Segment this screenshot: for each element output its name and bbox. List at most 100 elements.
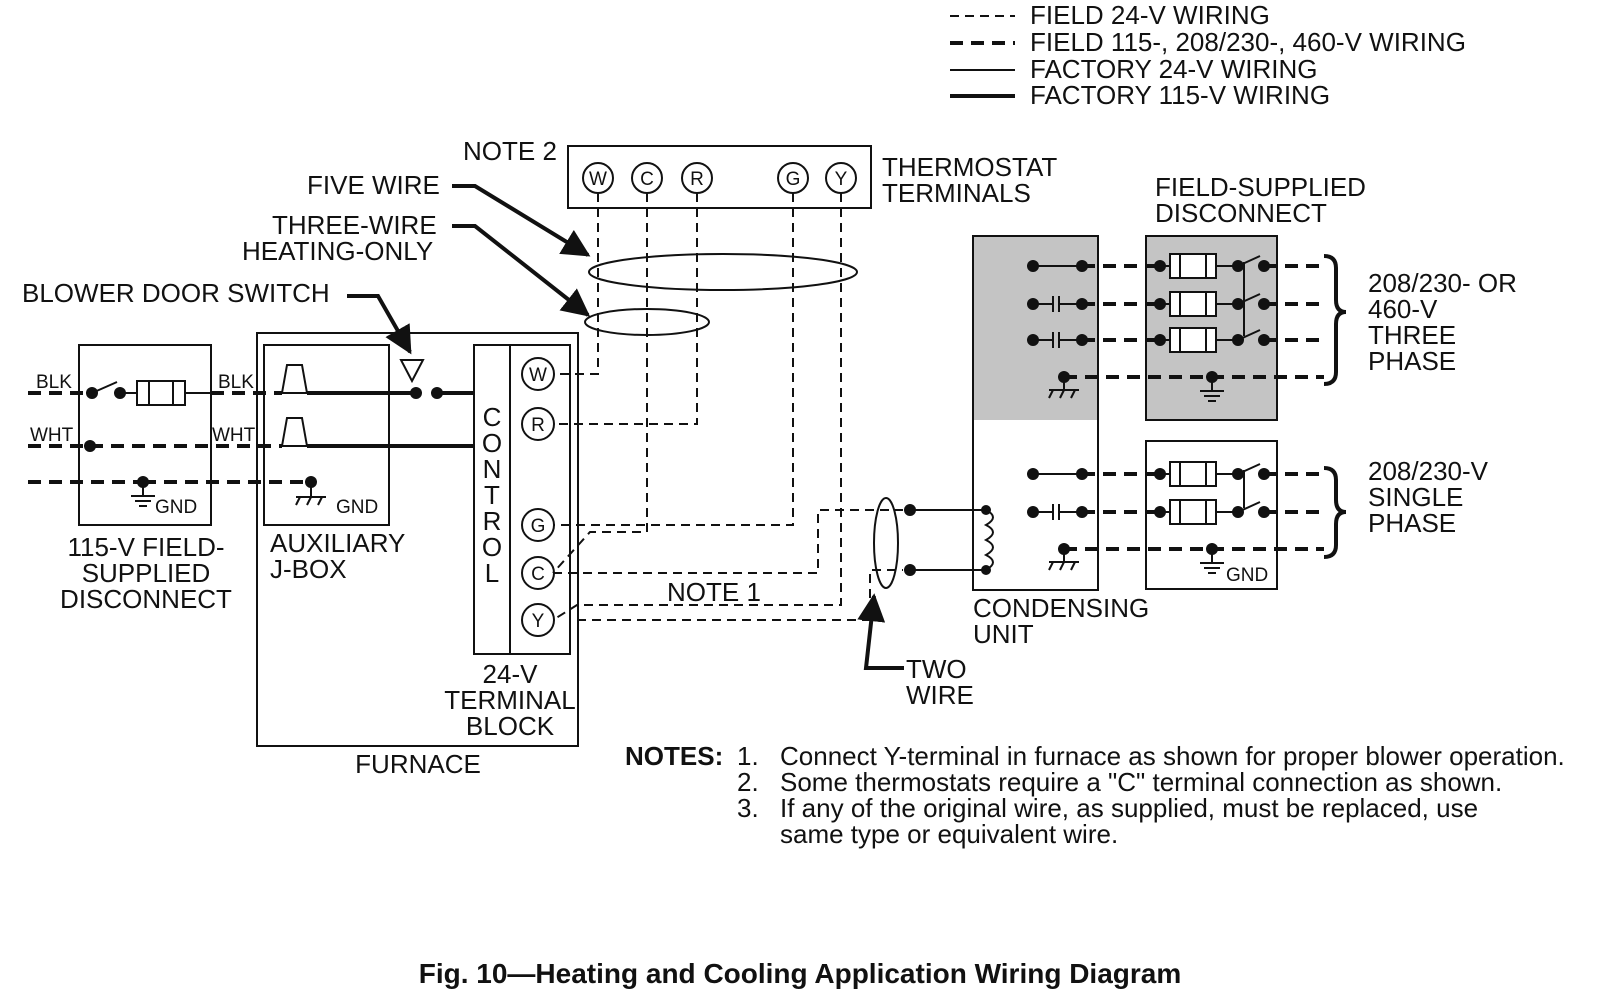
svg-text:W: W [589, 169, 607, 190]
svg-text:G: G [786, 169, 801, 190]
field-disconnect-115v-label-3: DISCONNECT [60, 584, 232, 614]
legend-factory-115v: FACTORY 115-V WIRING [1030, 80, 1330, 110]
field-disconnect-115v-label-2: SUPPLIED [82, 558, 211, 588]
control-letter: N [483, 454, 502, 484]
thermostat-terminals-label-1: THERMOSTAT [882, 152, 1057, 182]
control-letter: L [485, 558, 499, 588]
notes-heading: NOTES: [625, 741, 723, 771]
thermostat-terminal-g: G [777, 162, 809, 194]
field-disconnect-115v: BLK WHT GND 115-V FIELD- SUPPLIED DISCON… [28, 344, 305, 614]
ground-chassis-icon [1048, 543, 1079, 571]
condensing-unit-box [972, 235, 1099, 591]
furnace: FURNACE BLK WHT GND AUXILIARY J-BOX [212, 332, 579, 779]
field-supplied-disconnect: FIELD-SUPPLIED DISCONNECT [1064, 172, 1366, 590]
furnace-label: FURNACE [355, 749, 481, 779]
ground-row [1064, 543, 1324, 574]
single-phase-brace [1323, 466, 1347, 559]
wire-nut-icon [280, 417, 309, 447]
control-terminal-c: C [521, 556, 555, 590]
aux-jbox-label-1: AUXILIARY [270, 528, 405, 558]
aux-jbox-box [263, 344, 390, 526]
thermostat-terminal-c: C [631, 162, 663, 194]
three-phase-disconnect-row [1082, 327, 1324, 353]
contactor-coil-icon [983, 509, 994, 571]
field-disconnect-switch [91, 381, 118, 394]
single-phase-label-2: SINGLE [1368, 482, 1463, 512]
three-phase-disconnect-row [1082, 253, 1324, 279]
svg-text:C: C [531, 564, 545, 585]
legend-field-24v: FIELD 24-V WIRING [1030, 0, 1270, 30]
two-wire-label-1: TWO [906, 654, 967, 684]
note-3-text-continued: same type or equivalent wire. [780, 819, 1118, 849]
legend-field-hv: FIELD 115-, 208/230-, 460-V WIRING [1030, 27, 1466, 57]
wire-nut-icon [280, 364, 309, 394]
condensing-unit: CONDENSING UNIT [904, 235, 1149, 649]
control-letter: R [483, 506, 502, 536]
single-phase-disconnect-row [1082, 499, 1324, 525]
blower-door-switch [399, 359, 443, 399]
field-disconnect-gnd-label: GND [155, 497, 197, 518]
blower-door-switch-arrow [347, 294, 412, 355]
aux-jbox-label-2: J-BOX [270, 554, 347, 584]
three-phase-disconnect-row [1082, 291, 1324, 317]
two-wire-label-2: WIRE [906, 680, 974, 710]
three-phase-label-2: 460-V [1368, 294, 1438, 324]
svg-text:Y: Y [532, 611, 545, 632]
svg-text:C: C [640, 169, 654, 190]
callouts: FIVE WIRE THREE-WIRE HEATING-ONLY BLOWER… [22, 170, 974, 710]
note-2-text: Some thermostats require a "C" terminal … [780, 767, 1502, 797]
note-1-number: 1. [737, 741, 759, 771]
blower-door-switch-label: BLOWER DOOR SWITCH [22, 278, 330, 308]
terminal-block-label-2: TERMINAL [444, 685, 575, 715]
aux-jbox-blk-label: BLK [218, 372, 254, 393]
control-terminal-w: W [521, 357, 555, 391]
control-letter: O [482, 532, 502, 562]
field-supplied-disconnect-label-2: DISCONNECT [1155, 198, 1327, 228]
legend-factory-24v: FACTORY 24-V WIRING [1030, 54, 1318, 84]
two-wire-arrow [857, 593, 904, 670]
svg-text:R: R [531, 415, 545, 436]
thermostat-terminal-r: R [681, 162, 713, 194]
terminal-block-label-3: BLOCK [466, 711, 555, 741]
single-phase-disconnect-row [1082, 461, 1324, 487]
aux-jbox-wht-label: WHT [212, 425, 256, 446]
control-letter: T [484, 480, 500, 510]
supply-labels: 208/230- OR 460-V THREE PHASE 208/230-V … [1323, 254, 1517, 559]
field-disconnect-wht-label: WHT [30, 425, 74, 446]
thermostat-terminal-box [567, 145, 872, 209]
control-terminal-g: G [521, 508, 555, 542]
three-wire-label-2: HEATING-ONLY [242, 236, 433, 266]
svg-text:G: G [531, 516, 546, 537]
five-wire-arrow [452, 184, 591, 257]
field-disconnect-115v-box [78, 344, 212, 526]
furnace-box [256, 332, 579, 747]
note-2-label: NOTE 2 [463, 136, 557, 166]
note-1-label: NOTE 1 [667, 577, 761, 607]
single-phase-label-1: 208/230-V [1368, 456, 1489, 486]
aux-jbox-gnd-label: GND [336, 497, 378, 518]
note-3-text: If any of the original wire, as supplied… [780, 793, 1478, 823]
thermostat-terminal-y: Y [825, 162, 857, 194]
field-24v-wiring [552, 193, 903, 621]
three-phase-label-1: 208/230- OR [1368, 268, 1517, 298]
field-disconnect-fuse [136, 380, 186, 406]
single-phase-label-3: PHASE [1368, 508, 1456, 538]
control-terminal-r: R [521, 407, 555, 441]
three-wire-arrow [452, 224, 591, 317]
three-phase-label-4: PHASE [1368, 346, 1456, 376]
thermostat: NOTE 2 W C R G Y THERMOSTAT TERMINALS [463, 136, 1057, 209]
control-letter: O [482, 428, 502, 458]
svg-text:W: W [529, 365, 547, 386]
note-2-number: 2. [737, 767, 759, 797]
control-terminal-y: Y [521, 603, 555, 637]
svg-text:R: R [690, 169, 704, 190]
notes: NOTES: 1. Connect Y-terminal in furnace … [625, 741, 1565, 849]
single-phase-gnd-label: GND [1226, 565, 1268, 586]
figure-caption: Fig. 10—Heating and Cooling Application … [419, 958, 1182, 989]
ground-icon [131, 482, 155, 507]
note-3-number: 3. [737, 793, 759, 823]
field-supplied-disconnect-label-1: FIELD-SUPPLIED [1155, 172, 1366, 202]
terminal-block-label-1: 24-V [483, 659, 539, 689]
field-disconnect-blk-label: BLK [36, 372, 72, 393]
